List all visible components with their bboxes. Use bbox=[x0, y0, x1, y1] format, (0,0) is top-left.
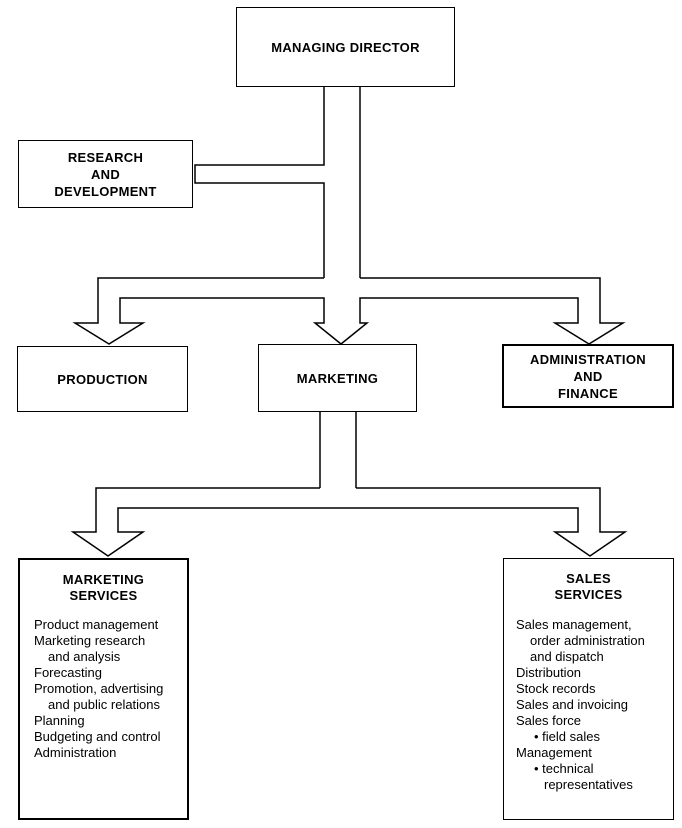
list-item: • field sales bbox=[534, 729, 600, 744]
managing-director-box: MANAGING DIRECTOR bbox=[236, 7, 455, 87]
trunk-left-edge bbox=[194, 86, 325, 278]
list-item: Distribution bbox=[516, 665, 582, 680]
admin-label-line1: ADMINISTRATION bbox=[530, 351, 646, 367]
administration-finance-box: ADMINISTRATION AND FINANCE bbox=[502, 344, 674, 408]
marketing-box: MARKETING bbox=[258, 344, 417, 412]
list-item: • technical bbox=[534, 761, 594, 776]
list-item: Budgeting and control bbox=[34, 729, 161, 744]
list-item: representatives bbox=[544, 777, 633, 792]
production-box: PRODUCTION bbox=[17, 346, 188, 412]
marketing-services-box: MARKETING SERVICES Product management Ma… bbox=[18, 558, 189, 820]
list-item: Stock records bbox=[516, 681, 596, 696]
marketing-label: MARKETING bbox=[296, 370, 379, 386]
managing-director-label: MANAGING DIRECTOR bbox=[271, 39, 420, 55]
production-label: PRODUCTION bbox=[57, 371, 148, 387]
list-item: Marketing research bbox=[34, 633, 146, 648]
sales-services-list: Sales management, order administration a… bbox=[516, 617, 673, 793]
admin-label-line3: FINANCE bbox=[558, 385, 618, 401]
list-item: and dispatch bbox=[530, 649, 604, 664]
research-development-box: RESEARCH AND DEVELOPMENT bbox=[18, 140, 193, 208]
list-item: Promotion, advertising bbox=[34, 681, 164, 696]
marketing-services-title-line2: SERVICES bbox=[69, 588, 138, 603]
list-item: Product management bbox=[34, 617, 159, 632]
list-item: and analysis bbox=[48, 649, 121, 664]
sales-services-title: SALES SERVICES bbox=[516, 571, 673, 603]
list-item: Sales and invoicing bbox=[516, 697, 629, 712]
list-item: Administration bbox=[34, 745, 117, 760]
research-label-line1: RESEARCH bbox=[67, 149, 144, 165]
sales-services-title-line2: SERVICES bbox=[554, 587, 623, 602]
list-item: and public relations bbox=[48, 697, 161, 712]
list-item: Forecasting bbox=[34, 665, 102, 680]
list-item: Planning bbox=[34, 713, 85, 728]
top-bar-upper-left bbox=[72, 277, 626, 345]
list-item: Management bbox=[516, 745, 592, 760]
list-item: order administration bbox=[530, 633, 645, 648]
research-label-line2: AND bbox=[90, 166, 121, 182]
sales-services-title-line1: SALES bbox=[566, 571, 611, 586]
marketing-services-title-line1: MARKETING bbox=[62, 572, 145, 587]
bottom-bar bbox=[70, 487, 628, 557]
sales-services-box: SALES SERVICES Sales management, order a… bbox=[503, 558, 674, 820]
research-label-line3: DEVELOPMENT bbox=[54, 183, 157, 199]
list-item: Sales management, bbox=[516, 617, 632, 632]
marketing-services-title: MARKETING SERVICES bbox=[34, 572, 187, 604]
marketing-services-list: Product management Marketing research an… bbox=[34, 617, 187, 761]
list-item: Sales force bbox=[516, 713, 582, 728]
admin-label-line2: AND bbox=[573, 368, 603, 384]
